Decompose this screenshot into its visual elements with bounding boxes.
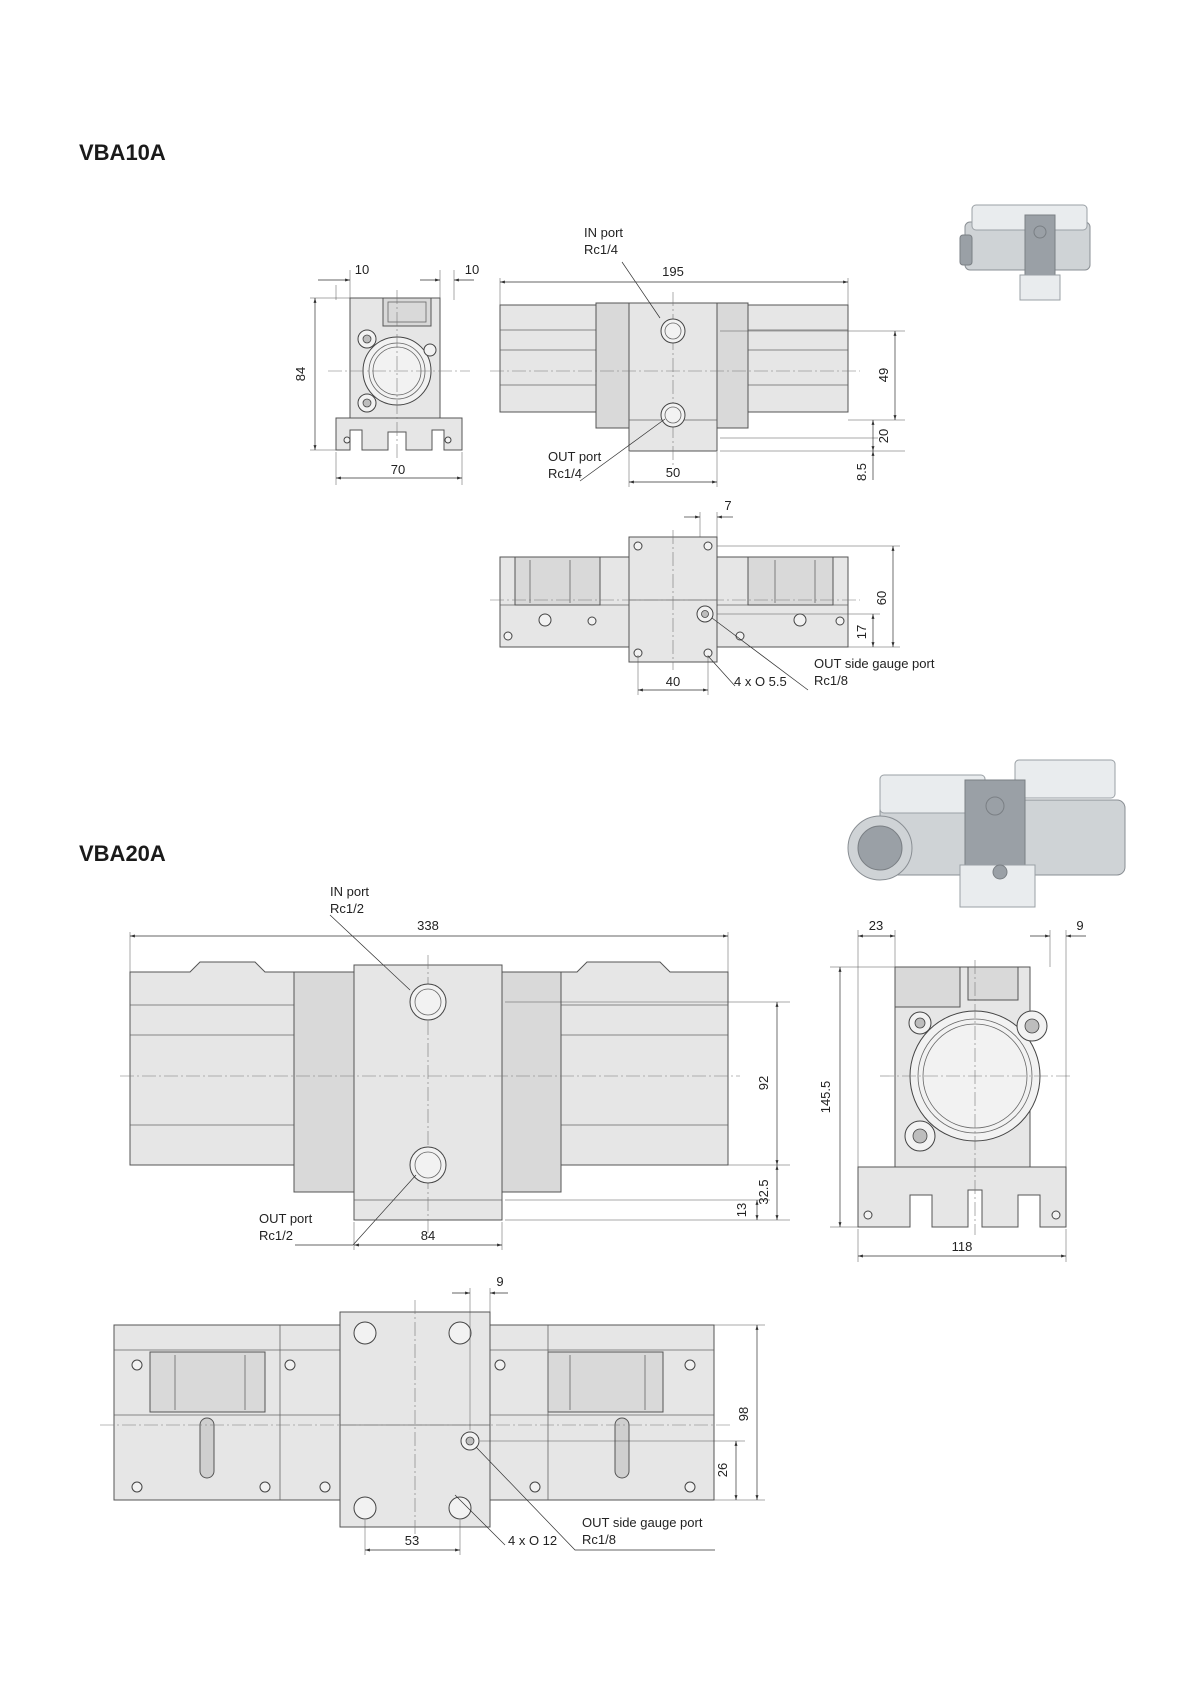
label-vba10a-gauge-port-size: Rc1/8 xyxy=(814,673,848,688)
vba20a-end-view xyxy=(857,960,1070,1235)
label-vba10a-holes: 4 x O 5.5 xyxy=(734,674,787,689)
vba10a-front-view-dims xyxy=(499,261,905,487)
dim-vba20a-23: 23 xyxy=(869,918,883,933)
vba10a-bottom-view-dims xyxy=(637,512,900,695)
label-vba10a-out-port-size: Rc1/4 xyxy=(548,466,582,481)
vba10a-front-view xyxy=(490,292,860,465)
dim-vba10a-50: 50 xyxy=(666,465,680,480)
vba20a-front-view xyxy=(120,955,740,1235)
label-vba10a-out-port: OUT port xyxy=(548,449,602,464)
vba20a-end-view-dims xyxy=(830,930,1086,1262)
vba10a-bottom-view xyxy=(490,530,860,670)
dim-vba10a-195: 195 xyxy=(662,264,684,279)
dim-vba10a-49: 49 xyxy=(876,368,891,382)
section-title-vba20a: VBA20A xyxy=(79,841,166,866)
vba10a-end-view-dims xyxy=(310,270,474,485)
dim-vba10a-7: 7 xyxy=(724,498,731,513)
label-vba10a-in-port: IN port xyxy=(584,225,623,240)
label-vba20a-in-port-size: Rc1/2 xyxy=(330,901,364,916)
dim-vba10a-8-5: 8.5 xyxy=(854,463,869,481)
dim-vba20a-84: 84 xyxy=(421,1228,435,1243)
dim-vba10a-10-right: 10 xyxy=(465,262,479,277)
vba20a-bottom-view xyxy=(100,1300,730,1540)
label-vba20a-holes: 4 x O 12 xyxy=(508,1533,557,1548)
label-vba10a-in-port-size: Rc1/4 xyxy=(584,242,618,257)
dim-vba20a-9-bottom: 9 xyxy=(496,1274,503,1289)
vba20a-front-view-dims xyxy=(129,914,790,1250)
dim-vba20a-13: 13 xyxy=(734,1203,749,1217)
dim-vba20a-26: 26 xyxy=(715,1463,730,1477)
label-vba10a-gauge-port: OUT side gauge port xyxy=(814,656,935,671)
dim-vba20a-9-end: 9 xyxy=(1076,918,1083,933)
dim-vba20a-145-5: 145.5 xyxy=(818,1081,833,1114)
label-vba20a-gauge-port-size: Rc1/8 xyxy=(582,1532,616,1547)
label-vba20a-out-port-size: Rc1/2 xyxy=(259,1228,293,1243)
dim-vba20a-338: 338 xyxy=(417,918,439,933)
dim-vba10a-10-left: 10 xyxy=(355,262,369,277)
vba20a-product-photo xyxy=(847,759,1126,908)
label-vba20a-in-port: IN port xyxy=(330,884,369,899)
dim-vba20a-32-5: 32.5 xyxy=(756,1179,771,1204)
vba20a-bottom-view-dims xyxy=(364,1288,765,1555)
dim-vba20a-118: 118 xyxy=(952,1239,973,1254)
vba10a-product-photo xyxy=(959,204,1091,301)
label-vba20a-gauge-port: OUT side gauge port xyxy=(582,1515,703,1530)
label-vba20a-out-port: OUT port xyxy=(259,1211,313,1226)
dim-vba10a-70: 70 xyxy=(391,462,405,477)
section-title-vba10a: VBA10A xyxy=(79,140,166,165)
dim-vba10a-40: 40 xyxy=(666,674,680,689)
dim-vba10a-60: 60 xyxy=(874,591,889,605)
dim-vba10a-84: 84 xyxy=(293,367,308,381)
dim-vba20a-98: 98 xyxy=(736,1407,751,1421)
dim-vba10a-20: 20 xyxy=(876,429,891,443)
dim-vba20a-53: 53 xyxy=(405,1533,419,1548)
dim-vba20a-92: 92 xyxy=(756,1076,771,1090)
vba10a-end-view xyxy=(328,290,470,460)
dim-vba10a-17: 17 xyxy=(854,625,869,639)
